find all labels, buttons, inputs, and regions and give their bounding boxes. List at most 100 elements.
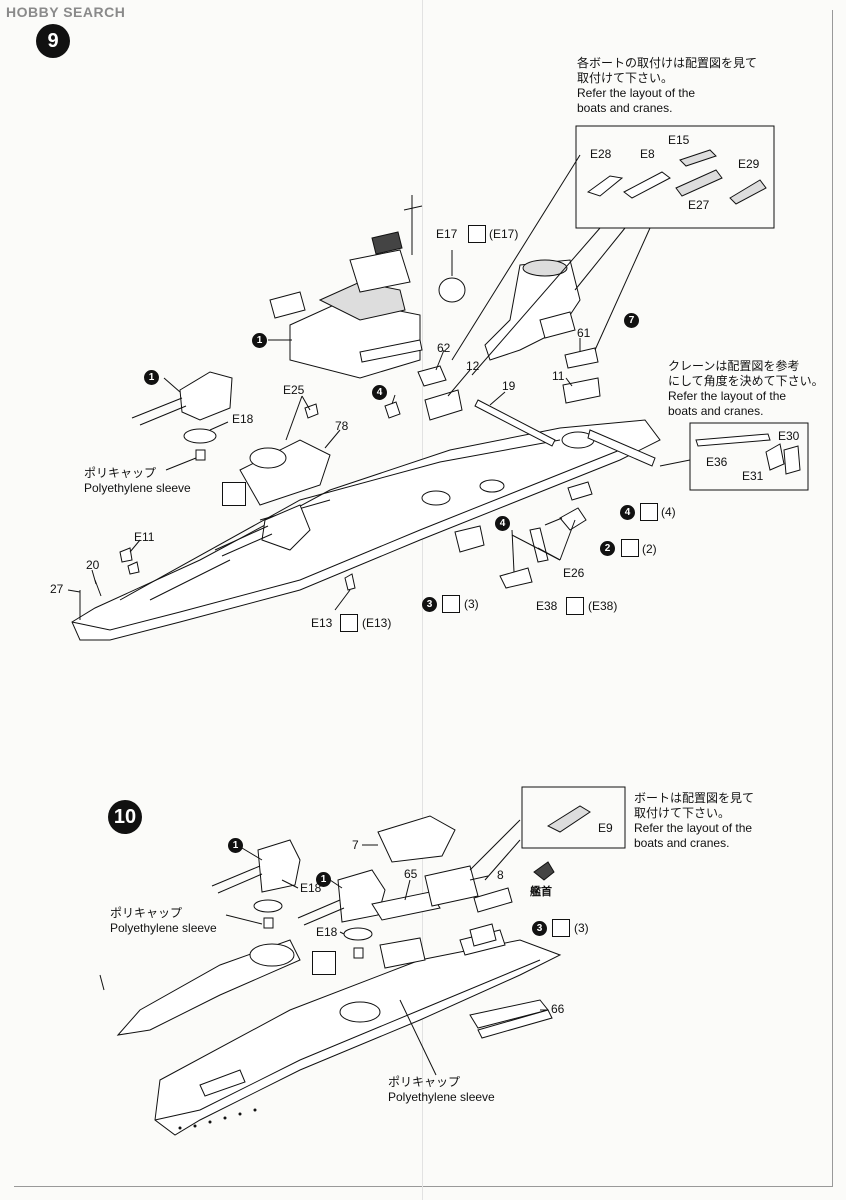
hull-9 bbox=[71, 419, 661, 641]
crane-inset-box bbox=[689, 422, 809, 491]
callout-badge-1c: 1 bbox=[228, 838, 243, 853]
part-label-27: 27 bbox=[50, 582, 64, 596]
sleeve-note-10b-en: Polyethylene sleeve bbox=[388, 1090, 495, 1104]
mirror-part-icon bbox=[621, 539, 639, 557]
cement-icon bbox=[222, 482, 246, 506]
crane-note-line-1: クレーンは配置図を参考 bbox=[668, 359, 800, 373]
part-label-e9: E9 bbox=[598, 821, 613, 835]
part-label-78: 78 bbox=[335, 419, 349, 433]
part-label-e26: E26 bbox=[563, 566, 585, 580]
part-label-12: 12 bbox=[466, 359, 480, 373]
part-label-65: 65 bbox=[404, 867, 418, 881]
part-label-61: 61 bbox=[577, 326, 591, 340]
part-label-20: 20 bbox=[86, 558, 100, 572]
crane-note-9: クレーンは配置図を参考 にして角度を決めて下さい。 Refer the layo… bbox=[668, 359, 824, 419]
part-label-e38: E38 bbox=[536, 599, 558, 613]
part-label-e36: E36 bbox=[706, 455, 728, 469]
watermark-logo: HOBBY SEARCH bbox=[6, 4, 126, 20]
part-label-e11: E11 bbox=[134, 530, 155, 544]
part-label-7: 7 bbox=[352, 838, 359, 852]
mirror-part-icon bbox=[340, 614, 358, 632]
crane-note-line-3: Refer the layout of the bbox=[668, 389, 787, 403]
leader-lines-10 bbox=[99, 819, 548, 1076]
part-ref-e17: (E17) bbox=[489, 227, 519, 241]
part-label-e29: E29 bbox=[738, 157, 760, 171]
sleeve-note-10a-en: Polyethylene sleeve bbox=[110, 921, 217, 935]
callout-badge-1d: 1 bbox=[316, 872, 331, 887]
boats-note-line-1: 各ボートの取付けは配置図を見て bbox=[577, 56, 758, 70]
part-ref-2: (2) bbox=[642, 542, 657, 556]
mirror-part-icon bbox=[552, 919, 570, 937]
part-label-e17: E17 bbox=[436, 227, 458, 241]
superstructure-9 bbox=[269, 195, 423, 379]
cement-icon bbox=[312, 951, 336, 975]
mirror-part-icon bbox=[640, 503, 658, 521]
callout-badge-1b: 1 bbox=[144, 370, 159, 385]
mirror-part-icon bbox=[566, 597, 584, 615]
callout-badge-2: 2 bbox=[600, 541, 615, 556]
turret-group-10 bbox=[211, 815, 553, 1039]
sleeve-note-9: ポリキャップ Polyethylene sleeve bbox=[84, 466, 191, 496]
sleeve-note-jp: ポリキャップ bbox=[84, 466, 157, 480]
part-label-e15: E15 bbox=[668, 133, 690, 147]
part-label-e28: E28 bbox=[590, 147, 612, 161]
part-label-11: 11 bbox=[552, 369, 565, 383]
part-label-66: 66 bbox=[551, 1002, 565, 1016]
funnel-9 bbox=[484, 259, 581, 361]
step-10-number: 10 bbox=[108, 800, 142, 834]
turret-group-9 bbox=[131, 371, 587, 557]
part-label-8: 8 bbox=[497, 868, 504, 882]
step-9-number: 9 bbox=[36, 24, 70, 58]
bow-arrow-icon bbox=[533, 861, 555, 881]
page-border bbox=[14, 10, 833, 1187]
crane-note-line-2: にして角度を決めて下さい。 bbox=[668, 374, 824, 388]
small-parts-9 bbox=[79, 277, 656, 620]
part-label-62: 62 bbox=[437, 341, 451, 355]
callout-badge-7: 7 bbox=[624, 313, 639, 328]
boat-inset-box bbox=[575, 125, 775, 229]
part-label-e18a: E18 bbox=[300, 881, 322, 895]
part-label-e18: E18 bbox=[232, 412, 254, 426]
bow-label: 艦首 bbox=[530, 886, 552, 898]
mirror-part-icon bbox=[468, 225, 486, 243]
boat-note-line-3: Refer the layout of the bbox=[634, 821, 753, 835]
part-label-e18b: E18 bbox=[316, 925, 338, 939]
boat-note-line-1: ボートは配置図を見て bbox=[634, 791, 755, 805]
boats-note-line-2: 取付けて下さい。 bbox=[577, 71, 674, 85]
callout-badge-4c: 4 bbox=[495, 516, 510, 531]
boats-note-line-3: Refer the layout of the bbox=[577, 86, 696, 100]
sleeve-note-10b: ポリキャップ Polyethylene sleeve bbox=[388, 1075, 495, 1105]
boats-note-line-4: boats and cranes. bbox=[577, 101, 673, 115]
boats-note-9: 各ボートの取付けは配置図を見て 取付けて下さい。 Refer the layou… bbox=[577, 56, 757, 116]
callout-badge-4b: 4 bbox=[620, 505, 635, 520]
callout-badge-1a: 1 bbox=[252, 333, 267, 348]
part-label-e31: E31 bbox=[742, 469, 764, 483]
part-label-19: 19 bbox=[502, 379, 516, 393]
sleeve-note-10a-jp: ポリキャップ bbox=[110, 906, 183, 920]
callout-badge-3b: 3 bbox=[532, 921, 547, 936]
mirror-part-icon bbox=[442, 595, 460, 613]
part-ref-4: (4) bbox=[661, 505, 676, 519]
sleeve-note-en: Polyethylene sleeve bbox=[84, 481, 191, 495]
part-ref-e13: (E13) bbox=[362, 616, 392, 630]
callout-badge-3: 3 bbox=[422, 597, 437, 612]
boat-inset-box-10 bbox=[521, 786, 626, 849]
crane-inset-parts bbox=[695, 433, 801, 475]
boat-note-10: ボートは配置図を見て 取付けて下さい。 Refer the layout of … bbox=[634, 791, 754, 851]
leader-lines-9 bbox=[67, 154, 691, 611]
part-label-e13: E13 bbox=[311, 616, 333, 630]
callout-badge-4a: 4 bbox=[372, 385, 387, 400]
part-ref-3b: (3) bbox=[574, 921, 589, 935]
boat-note-line-2: 取付けて下さい。 bbox=[634, 806, 731, 820]
part-ref-e38: (E38) bbox=[588, 599, 618, 613]
boat-e9-drawing bbox=[546, 805, 591, 833]
sleeve-note-10a: ポリキャップ Polyethylene sleeve bbox=[110, 906, 217, 936]
part-label-e27: E27 bbox=[688, 198, 710, 212]
part-label-e30: E30 bbox=[778, 429, 800, 443]
boat-inset-parts bbox=[586, 149, 767, 205]
crane-note-line-4: boats and cranes. bbox=[668, 404, 764, 418]
part-label-e25: E25 bbox=[283, 383, 305, 397]
boat-note-line-4: boats and cranes. bbox=[634, 836, 730, 850]
